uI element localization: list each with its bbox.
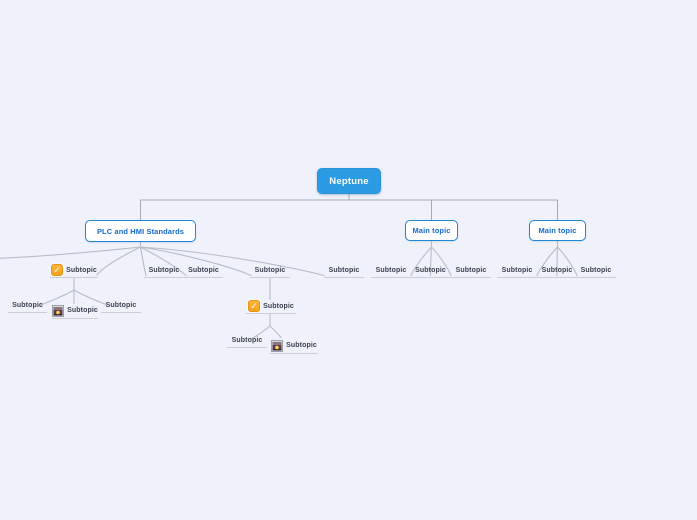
checkbox-icon[interactable]: ✓ <box>51 264 64 276</box>
subtopic-label: Subtopic <box>541 266 573 274</box>
subtopic-checkbox-1[interactable]: ✓ Subtopic <box>50 264 98 278</box>
subtopic-label: Subtopic <box>501 266 533 274</box>
main-topic-1[interactable]: Main topic <box>405 220 458 241</box>
subtopic-label: Subtopic <box>415 266 446 274</box>
subtopic[interactable]: Subtopic <box>184 264 223 278</box>
subtopic-label: Subtopic <box>67 307 98 314</box>
subtopic-label: Subtopic <box>580 266 612 274</box>
subtopic-label: Subtopic <box>254 266 286 274</box>
subtopic[interactable]: Subtopic <box>8 299 47 313</box>
subtopic[interactable]: Subtopic <box>497 264 537 278</box>
subtopic-label: Subtopic <box>231 336 263 344</box>
subtopic-label: Subtopic <box>328 266 360 274</box>
subtopic-label: Subtopic <box>455 266 487 274</box>
image-icon[interactable] <box>271 339 284 352</box>
subtopic[interactable]: Subtopic <box>451 264 491 278</box>
subtopic[interactable]: Subtopic <box>410 264 451 278</box>
subtopic-checkbox-2[interactable]: ✓ Subtopic <box>246 300 296 314</box>
image-icon[interactable] <box>52 304 65 317</box>
subtopic-label: Subtopic <box>286 342 317 349</box>
subtopic[interactable]: Subtopic <box>144 264 184 278</box>
subtopic[interactable]: Subtopic <box>576 264 616 278</box>
main-topic-label: Main topic <box>538 226 577 235</box>
main-topic-label: Main topic <box>412 226 451 235</box>
subtopic-image-2[interactable]: Subtopic <box>270 339 318 354</box>
subtopic-label: Subtopic <box>105 301 137 309</box>
subtopic-label: Subtopic <box>375 266 407 274</box>
subtopic-image-1[interactable]: Subtopic <box>52 304 98 319</box>
subtopic-label: Subtopic <box>66 266 97 274</box>
root-topic-label: Neptune <box>329 175 369 187</box>
subtopic-with-children[interactable]: Subtopic <box>250 264 290 278</box>
main-topic-label: PLC and HMI Standards <box>96 226 185 236</box>
root-topic[interactable]: Neptune <box>317 168 381 194</box>
subtopic-label: Subtopic <box>148 266 180 274</box>
subtopic-label: Subtopic <box>263 302 294 310</box>
subtopic-label: Subtopic <box>12 301 43 309</box>
subtopic[interactable]: Subtopic <box>324 264 364 278</box>
subtopic[interactable]: Subtopic <box>227 334 267 348</box>
subtopic-label: Subtopic <box>188 266 219 274</box>
subtopic[interactable]: Subtopic <box>101 299 141 313</box>
main-topic-plc[interactable]: PLC and HMI Standards <box>85 220 196 242</box>
subtopic[interactable]: Subtopic <box>537 264 577 278</box>
main-topic-2[interactable]: Main topic <box>529 220 586 241</box>
subtopic[interactable]: Subtopic <box>371 264 411 278</box>
checkbox-icon[interactable]: ✓ <box>248 300 261 312</box>
